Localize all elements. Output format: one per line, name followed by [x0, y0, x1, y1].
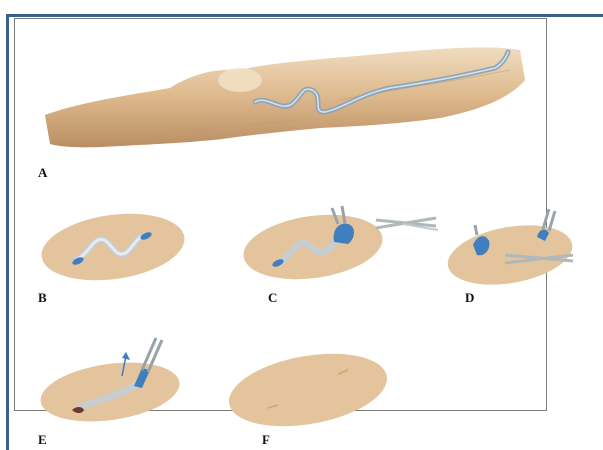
leg-illustration — [40, 40, 530, 160]
clamp-icon — [376, 218, 438, 230]
panel-label-c: C — [268, 290, 277, 306]
page-top-rule — [6, 14, 603, 17]
panel-label-b: B — [38, 290, 47, 306]
panel-e-avulsion — [38, 330, 188, 425]
panel-label-d: D — [465, 290, 474, 306]
panel-label-a: A — [38, 165, 47, 181]
panel-c-hook-extraction — [238, 200, 448, 285]
panel-b-incision — [38, 210, 188, 285]
panel-label-f: F — [262, 432, 270, 448]
panel-label-e: E — [38, 432, 47, 448]
page-left-rule — [6, 14, 9, 450]
panel-d-ligation — [445, 205, 580, 290]
top-strip — [0, 0, 603, 14]
panel-f-closed-incision — [226, 350, 391, 430]
